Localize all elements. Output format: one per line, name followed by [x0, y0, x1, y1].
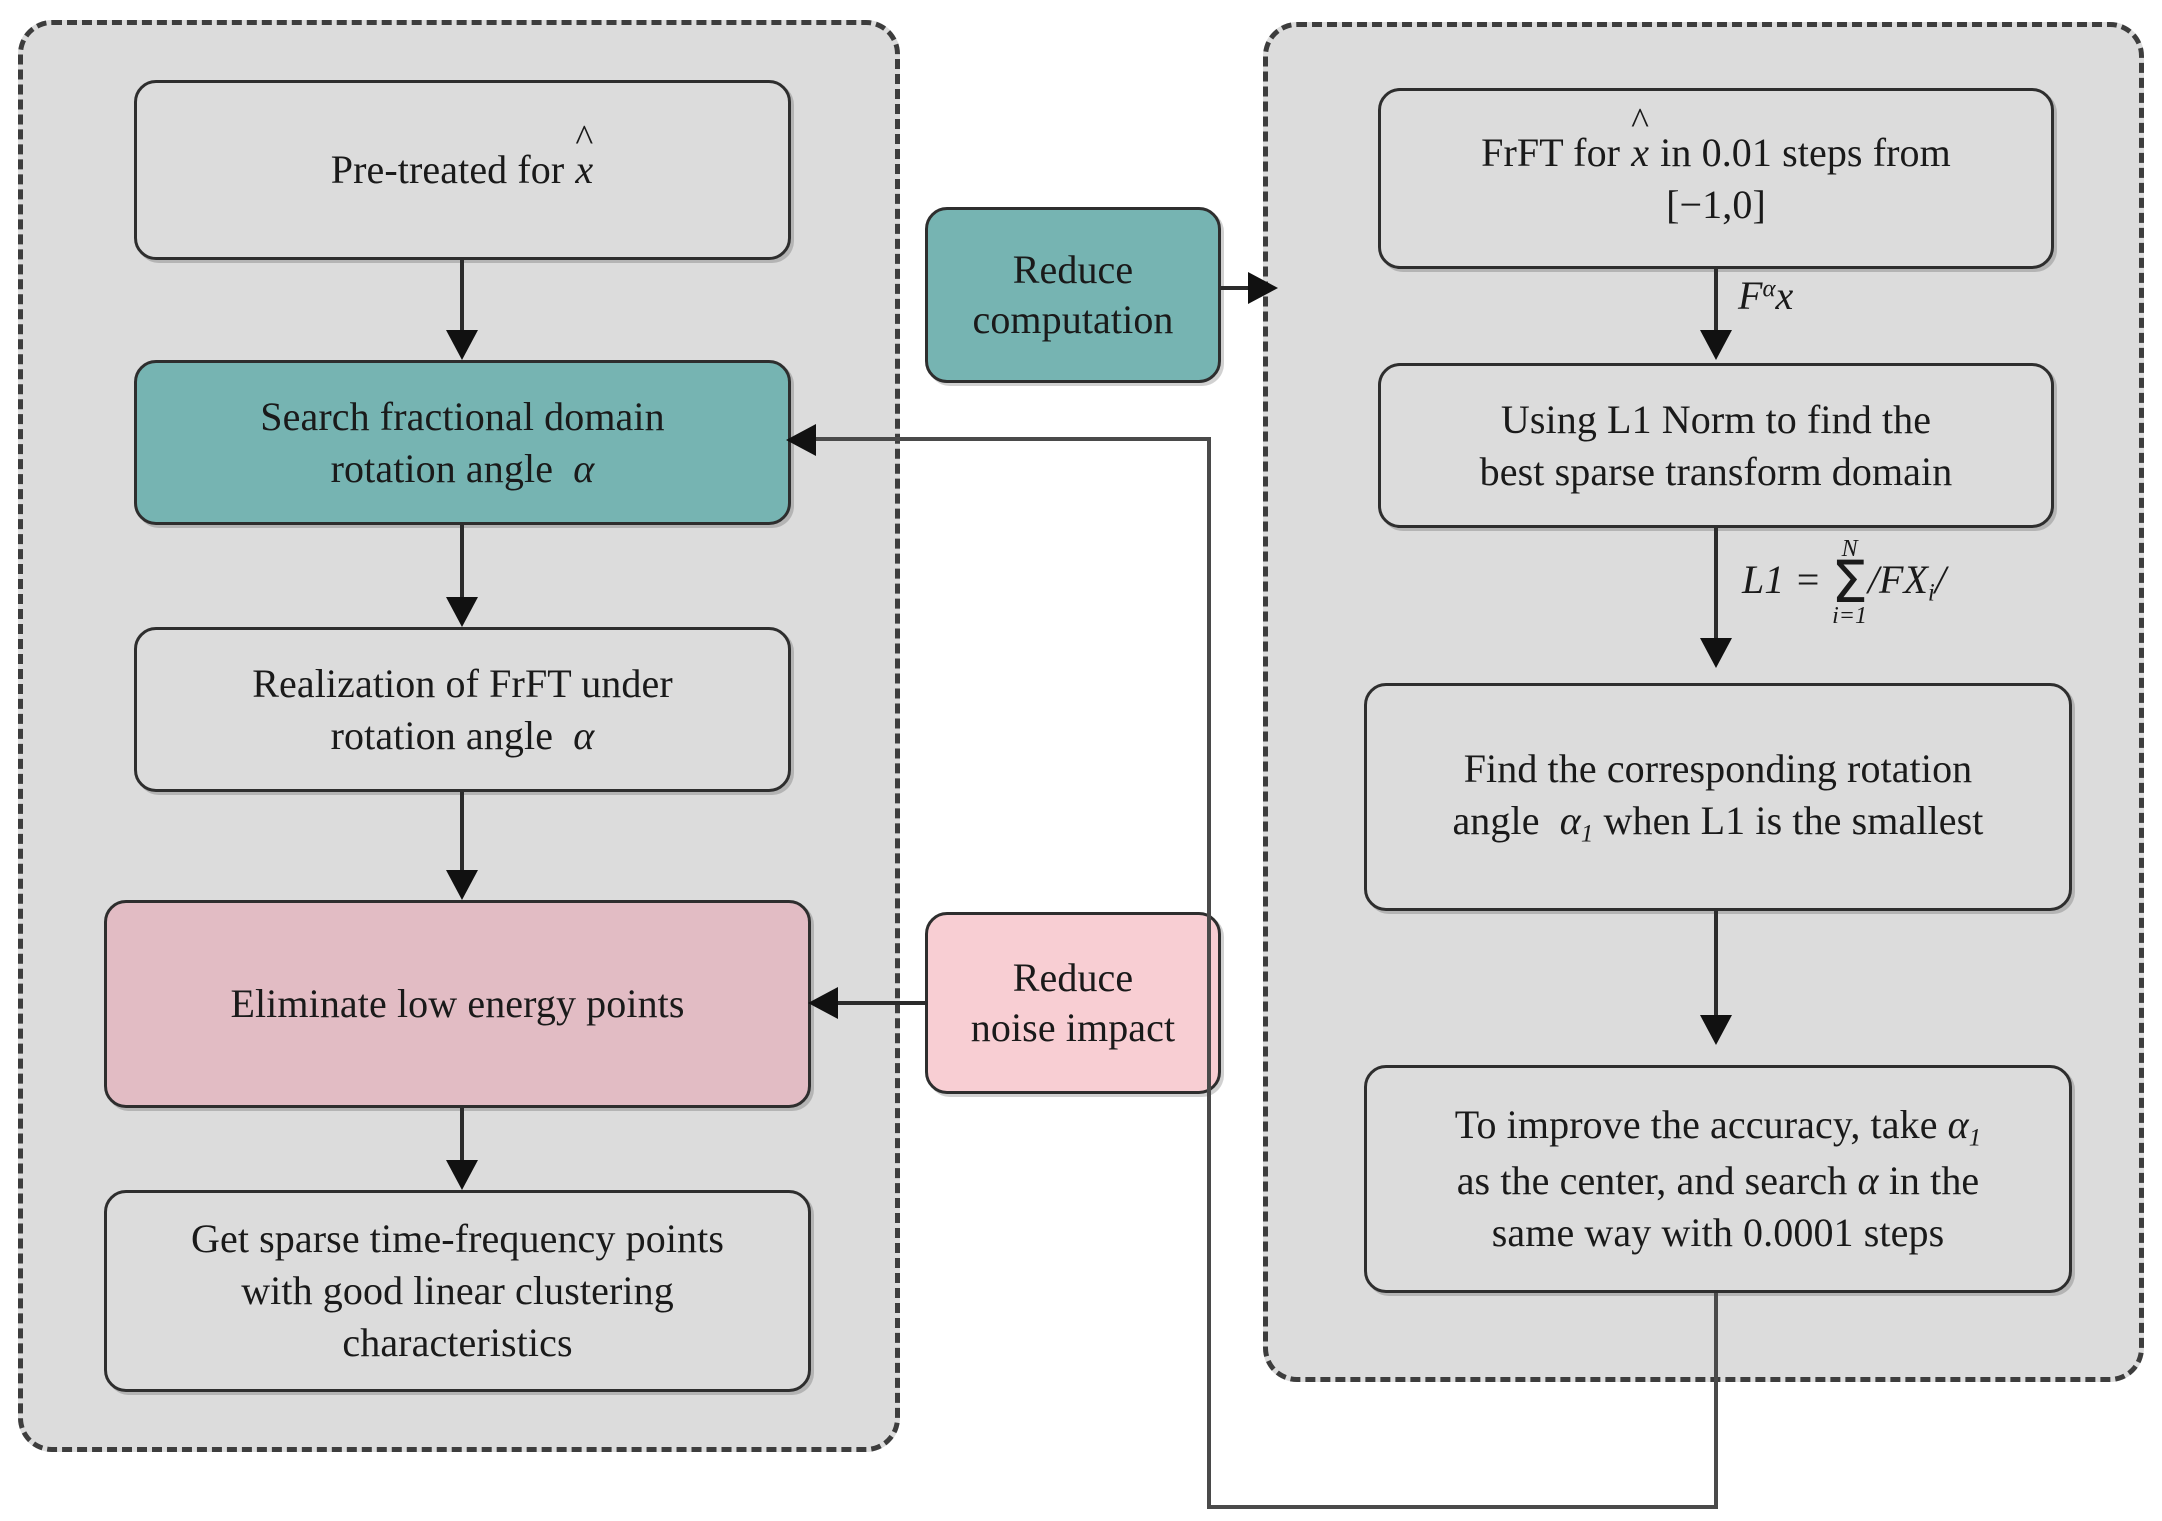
node-l1-norm-label: Using L1 Norm to find the best sparse tr…: [1479, 396, 1953, 494]
node-eliminate-low-energy-label: Eliminate low energy points: [230, 981, 685, 1026]
node-search-rotation-angle-label: Search fractional domain rotation angle …: [260, 393, 665, 491]
connector-findangle-to-improve: [1714, 911, 1718, 1021]
node-find-rotation-angle[interactable]: Find the corresponding rotation angle α1…: [1364, 683, 2072, 911]
node-realization-frft-label: Realization of FrFT under rotation angle…: [252, 660, 673, 758]
arrowhead-down: [1700, 330, 1732, 360]
node-search-rotation-angle[interactable]: Search fractional domain rotation angle …: [134, 360, 791, 525]
feedback-loop-horizontal-bottom: [1207, 1505, 1718, 1509]
connector-frft-to-l1norm: [1714, 269, 1718, 335]
arrowhead-left: [808, 987, 838, 1019]
node-improve-accuracy[interactable]: To improve the accuracy, take α1 as the …: [1364, 1065, 2072, 1293]
connector-pretreated-to-search: [460, 260, 464, 336]
arrowhead-down: [1700, 638, 1732, 668]
node-eliminate-low-energy[interactable]: Eliminate low energy points: [104, 900, 811, 1108]
node-sparse-points-label: Get sparse time-frequency points with go…: [190, 1216, 725, 1365]
connector-l1norm-to-findangle: [1714, 528, 1718, 643]
alpha-symbol: α: [1857, 1157, 1879, 1203]
node-find-rotation-angle-label: Find the corresponding rotation angle α1…: [1452, 746, 1984, 848]
node-l1-norm[interactable]: Using L1 Norm to find the best sparse tr…: [1378, 363, 2054, 528]
connector-reduce-noise-to-eliminate: [838, 1001, 928, 1005]
arrowhead-right: [1248, 272, 1278, 304]
arrowhead-left: [786, 424, 816, 456]
feedback-loop-vertical-right: [1714, 1293, 1718, 1509]
node-sparse-points[interactable]: Get sparse time-frequency points with go…: [104, 1190, 811, 1392]
feedback-loop-vertical-left: [1207, 437, 1211, 1509]
node-improve-accuracy-label: To improve the accuracy, take α1 as the …: [1454, 1102, 1982, 1255]
connector-search-to-realization: [460, 525, 464, 601]
x-hat-symbol: ^x: [1631, 100, 1650, 175]
edge-label-frft-transform: Fαx: [1738, 273, 1794, 318]
arrowhead-down: [446, 1160, 478, 1190]
node-reduce-computation-label: Reduce computation: [972, 247, 1174, 342]
alpha-1-symbol: α1: [1559, 798, 1594, 848]
alpha-symbol: α: [573, 445, 595, 491]
arrowhead-down: [446, 597, 478, 627]
connector-eliminate-to-sparse: [460, 1108, 464, 1164]
feedback-loop-horizontal-top: [808, 437, 1211, 441]
node-realization-frft[interactable]: Realization of FrFT under rotation angle…: [134, 627, 791, 792]
node-reduce-noise-impact[interactable]: Reduce noise impact: [925, 912, 1221, 1094]
node-pretreated[interactable]: Pre-treated for ^x: [134, 80, 791, 260]
node-reduce-noise-impact-label: Reduce noise impact: [970, 955, 1176, 1050]
node-pretreated-label: Pre-treated for ^x: [137, 118, 788, 196]
summation-symbol: N Σ i=1: [1831, 535, 1868, 630]
arrowhead-down: [446, 330, 478, 360]
arrowhead-down: [1700, 1015, 1732, 1045]
node-reduce-computation[interactable]: Reduce computation: [925, 207, 1221, 383]
alpha-symbol: α: [573, 712, 595, 758]
node-frft-steps[interactable]: FrFT for ^x in 0.01 steps from [−1,0]: [1378, 88, 2054, 269]
arrowhead-down: [446, 870, 478, 900]
node-frft-steps-label: FrFT for ^x in 0.01 steps from [−1,0]: [1481, 100, 1951, 227]
connector-reduce-computation-to-frft: [1221, 286, 1268, 290]
alpha-1-symbol: α1: [1947, 1102, 1982, 1152]
edge-label-l1-formula: L1 = N Σ i=1 /FXi/: [1742, 535, 1946, 630]
connector-realization-to-eliminate: [460, 792, 464, 874]
x-hat-symbol: ^x: [575, 118, 594, 192]
